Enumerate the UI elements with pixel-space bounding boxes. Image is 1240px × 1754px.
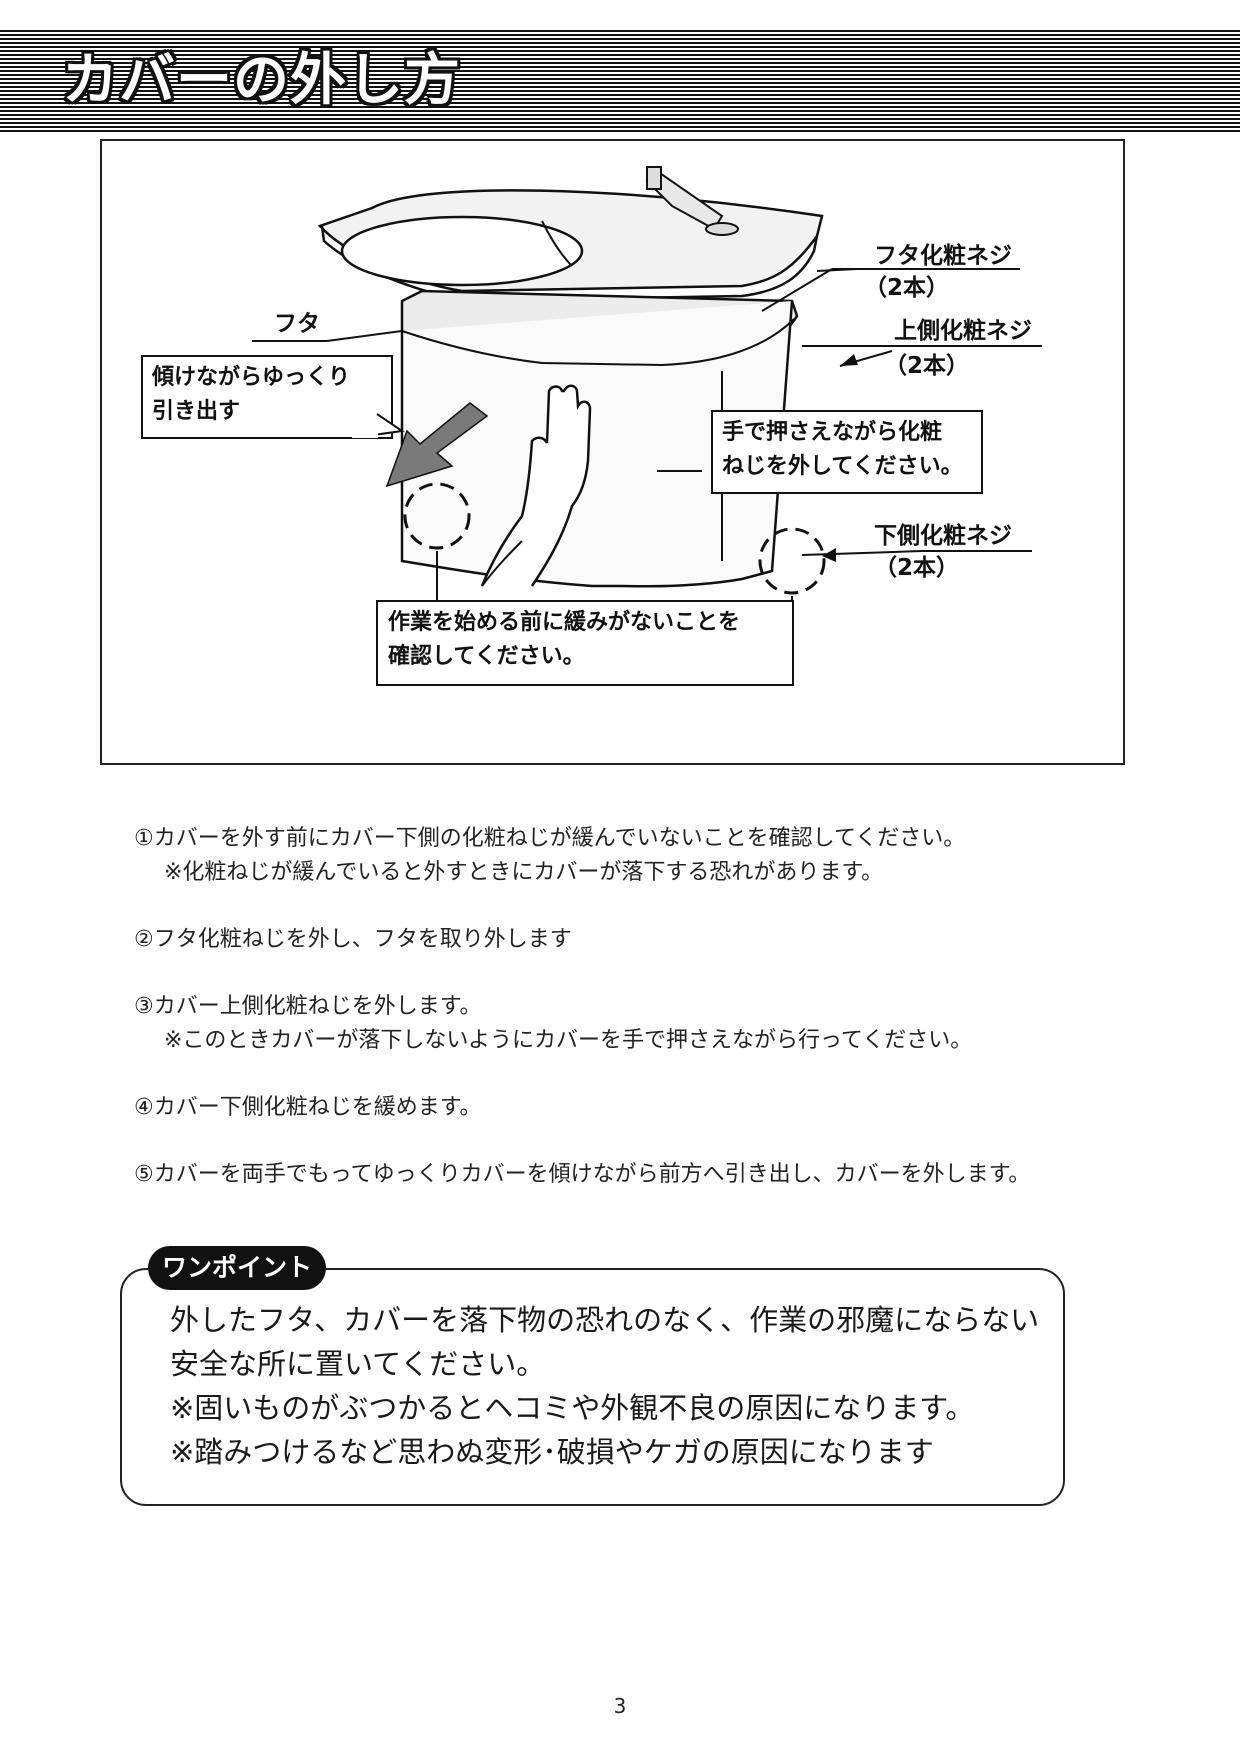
label-futa-screw: フタ化粧ネジ — [874, 243, 1012, 269]
step-1-note: ※化粧ねじが緩んでいると外すときにカバーが落下する恐れがあります。 — [164, 860, 884, 885]
label-lower-screw-count: （2本） — [874, 555, 960, 581]
step-1: ①カバーを外す前にカバー下側の化粧ねじが緩んでいないことを確認してください。 ※… — [134, 822, 1134, 890]
cabinet-illustration — [141, 166, 1042, 686]
steps-list: ①カバーを外す前にカバー下側の化粧ねじが緩んでいないことを確認してください。 ※… — [134, 822, 1134, 1225]
hand-icon — [480, 384, 592, 587]
step-2: ②フタ化粧ねじを外し、フタを取り外します — [134, 923, 1134, 957]
step-4: ④カバー下側化粧ねじを緩めます。 — [134, 1091, 1134, 1125]
step-3-text: ③カバー上側化粧ねじを外します。 — [134, 994, 482, 1019]
callout-tilt-line-1: 傾けながらゆっくり — [152, 365, 351, 390]
step-5: ⑤カバーを両手でもってゆっくりカバーを傾けながら前方へ引き出し、カバーを外します… — [134, 1158, 1134, 1192]
step-3-note: ※このときカバーが落下しないようにカバーを手で押さえながら行ってください。 — [164, 1028, 973, 1053]
callout-check: 作業を始める前に緩みがないことを 確認してください。 — [388, 606, 740, 674]
step-5-text: ⑤カバーを両手でもってゆっくりカバーを傾けながら前方へ引き出し、カバーを外します… — [134, 1162, 1031, 1187]
callout-hold-box — [711, 410, 983, 494]
onepoint-line-1: 外したフタ、カバーを落下物の恐れのなく、作業の邪魔にならない — [170, 1303, 1040, 1337]
step-2-text: ②フタ化粧ねじを外し、フタを取り外します — [134, 927, 572, 952]
tilt-arrow-icon — [385, 402, 489, 488]
onepoint-line-4: ※踏みつけるなど思わぬ変形･破損やケガの原因になります — [170, 1435, 934, 1469]
callout-hold-line-1: 手で押さえながら化粧 — [722, 420, 943, 445]
label-futa-screw-count: （2本） — [864, 275, 950, 301]
callout-tilt-line-2: 引き出す — [152, 399, 241, 424]
cabinet-body-icon — [400, 300, 794, 588]
label-futa: フタ — [274, 311, 320, 337]
onepoint-box — [120, 1268, 1065, 1506]
step-1-text: ①カバーを外す前にカバー下側の化粧ねじが緩んでいないことを確認してください。 — [134, 826, 966, 851]
label-upper-screw-count: （2本） — [884, 353, 970, 379]
onepoint-line-2: 安全な所に置いてください。 — [170, 1347, 546, 1381]
callout-hold-line-2: ねじを外してください。 — [722, 454, 963, 479]
callout-check-line-2: 確認してください。 — [388, 644, 585, 669]
onepoint-badge: ワンポイント — [148, 1246, 327, 1290]
header-band — [0, 30, 1240, 133]
page-title: カバーの外し方 — [62, 48, 461, 113]
page-number: 3 — [613, 1694, 627, 1718]
illustration-frame: 傾けながらゆっくり 引き出す 手で押さえながら化粧 ねじを外してください。 作業… — [100, 139, 1125, 765]
callout-tilt: 傾けながらゆっくり 引き出す — [152, 361, 350, 429]
step-3: ③カバー上側化粧ねじを外します。 ※このときカバーが落下しないようにカバーを手で… — [134, 990, 1134, 1058]
callout-check-line-1: 作業を始める前に緩みがないことを — [388, 610, 741, 635]
callout-hold: 手で押さえながら化粧 ねじを外してください。 — [722, 416, 963, 484]
dashed-circle-right-icon — [758, 527, 826, 595]
label-upper-screw: 上側化粧ネジ — [894, 318, 1032, 344]
label-lower-screw: 下側化粧ネジ — [874, 523, 1012, 549]
callout-check-box — [376, 600, 794, 686]
callout-tilt-box — [141, 355, 393, 439]
onepoint-text: 外したフタ、カバーを落下物の恐れのなく、作業の邪魔にならない 安全な所に置いてく… — [170, 1298, 1039, 1474]
dashed-circle-left-icon — [403, 482, 471, 550]
onepoint-line-3: ※固いものがぶつかるとヘコミや外観不良の原因になります。 — [170, 1391, 975, 1425]
step-4-text: ④カバー下側化粧ねじを緩めます。 — [134, 1095, 482, 1120]
